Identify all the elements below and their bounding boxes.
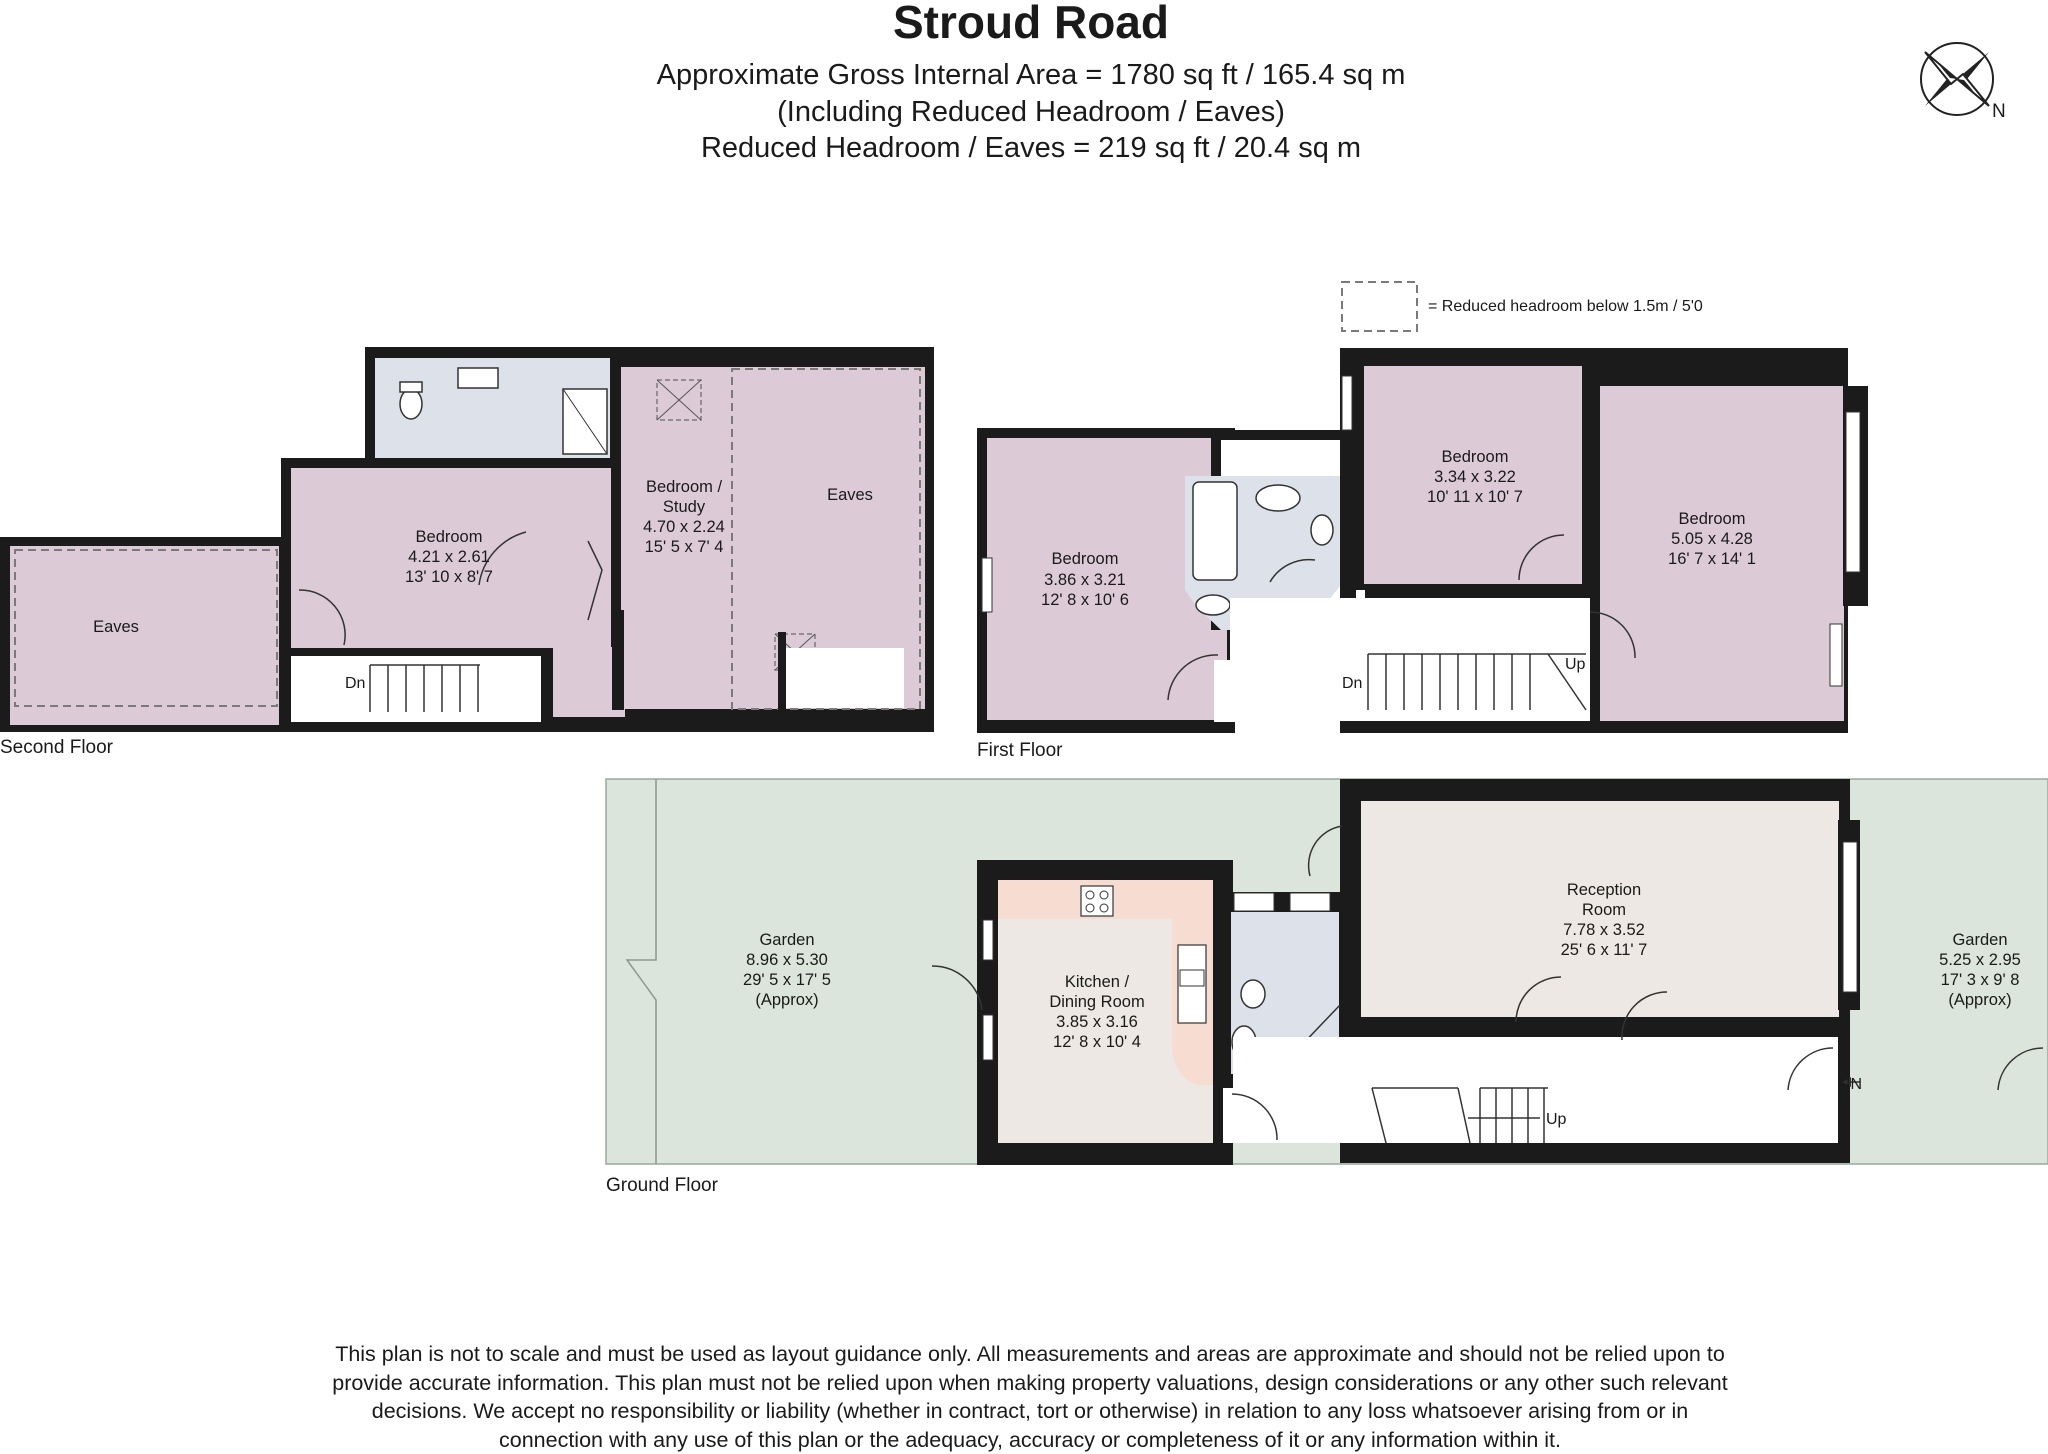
front-garden-imperial: 17' 3 x 9' 8 [1941,971,2020,989]
rear-garden-imperial: 29' 5 x 17' 5 [743,971,831,989]
bedroom-2f-name: Bedroom [416,528,483,546]
stairs-2f-label: Dn [345,675,365,692]
toilet-icon [400,389,422,419]
bedroom-1f-left-imperial: 12' 8 x 10' 6 [1041,591,1129,609]
eaves-right-label: Eaves [827,486,873,504]
toilet-cistern-icon [400,382,422,392]
eaves-left-room [10,546,279,725]
reception-name-line2: Room [1582,901,1626,919]
window-icon [1830,624,1842,686]
disclaimer: This plan is not to scale and must be us… [270,1340,1790,1454]
bay-window-icon [1843,842,1857,992]
study-name-line2: Study [663,498,706,516]
stairs-ground-up-label: Up [1546,1111,1567,1128]
window-icon [983,1015,993,1060]
stairs-1f-up-label: Up [1565,656,1586,673]
front-garden-note: (Approx) [1948,991,2011,1009]
toilet-icon [1241,980,1265,1008]
bedroom-1f-right-name: Bedroom [1679,510,1746,528]
disclaimer-line: decisions. We accept no responsibility o… [270,1397,1790,1426]
window-icon [982,558,992,612]
bedroom-1f-left-name: Bedroom [1052,550,1119,568]
study-metric: 4.70 x 2.24 [643,518,725,536]
window-icon [1846,412,1860,572]
toilet-icon [1196,595,1230,615]
front-garden-name: Garden [1952,931,2007,949]
bedroom-1f-mid-name: Bedroom [1442,448,1509,466]
study-name-line1: Bedroom / [646,478,723,496]
first-floor-label: First Floor [977,740,1063,761]
study-imperial: 15' 5 x 7' 4 [645,538,724,556]
reception-name-line1: Reception [1567,881,1641,899]
entrance-label: IN [1846,1076,1862,1093]
second-floor-label: Second Floor [0,737,114,758]
bedroom-1f-right-metric: 5.05 x 4.28 [1671,530,1753,548]
kitchen-name-line2: Dining Room [1049,993,1144,1011]
bedroom-1f-left-metric: 3.86 x 3.21 [1044,571,1126,589]
washbasin-icon [1256,485,1300,511]
disclaimer-line: This plan is not to scale and must be us… [270,1340,1790,1369]
kitchen-name-line1: Kitchen / [1065,973,1130,991]
rear-garden-note: (Approx) [755,991,818,1009]
ground-floor-label: Ground Floor [606,1175,719,1196]
bedroom-1f-right-imperial: 16' 7 x 14' 1 [1668,550,1756,568]
window-icon [1342,376,1352,430]
eaves-left-label: Eaves [93,618,139,636]
toilet-icon [1311,515,1333,545]
hob-icon [1081,886,1113,916]
reception-imperial: 25' 6 x 11' 7 [1561,941,1648,959]
reception-metric: 7.78 x 3.52 [1563,921,1645,939]
compass-north-label: N [1992,101,2006,122]
hallway-ground [1233,1037,1838,1143]
bath-tub-icon [1193,482,1237,580]
bedroom-1f-mid-imperial: 10' 11 x 10' 7 [1427,488,1523,506]
compass-icon [1921,43,1993,115]
window-icon [1290,893,1330,911]
stairs-1f-dn-label: Dn [1342,675,1362,692]
bedroom-1f-mid-metric: 3.34 x 3.22 [1434,468,1516,486]
sink-icon [458,368,498,388]
bedroom-2f-metric: 4.21 x 2.61 [408,548,490,566]
front-garden-metric: 5.25 x 2.95 [1939,951,2021,969]
legend-text: = Reduced headroom below 1.5m / 5'0 [1428,298,1703,315]
kitchen-imperial: 12' 8 x 10' 4 [1053,1033,1141,1051]
window-icon [983,920,993,960]
window-icon [1234,893,1274,911]
landing-1f [1230,598,1590,721]
kitchen-metric: 3.85 x 3.16 [1056,1013,1138,1031]
rear-garden-name: Garden [759,931,814,949]
legend-swatch [1342,282,1417,331]
disclaimer-line: provide accurate information. This plan … [270,1369,1790,1398]
kitchen-sink-icon [1178,945,1206,1023]
bedroom-2f-imperial: 13' 10 x 8' 7 [405,568,493,586]
rear-garden-metric: 8.96 x 5.30 [746,951,828,969]
eaves-right-room [730,367,922,625]
disclaimer-line: connection with any use of this plan or … [270,1426,1790,1454]
stair-hall-2f [291,656,541,722]
